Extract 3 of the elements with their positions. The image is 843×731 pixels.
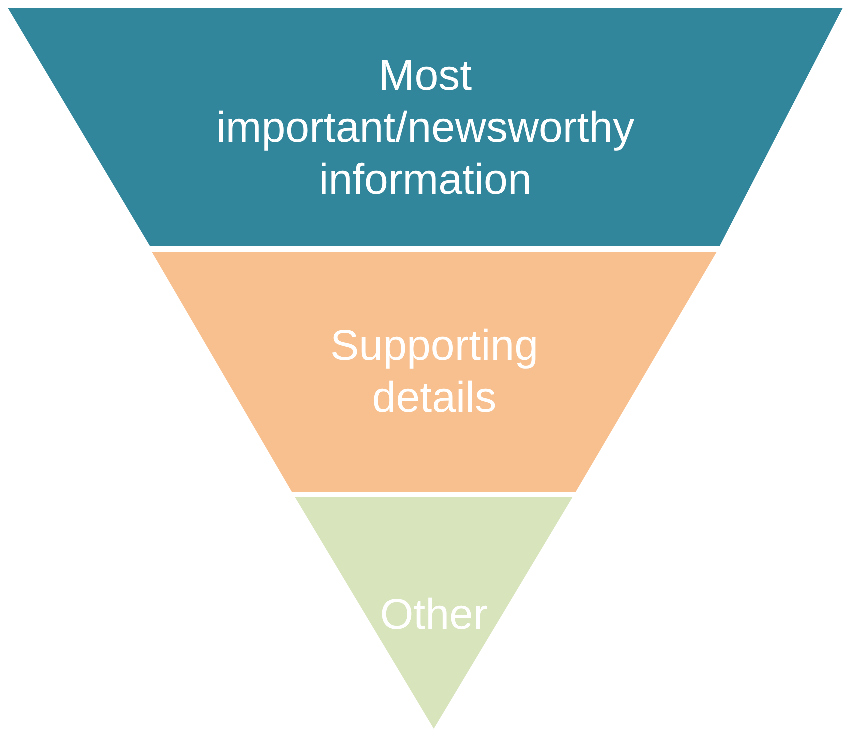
band-label: Other — [379, 590, 489, 641]
band-label: Most important/newsworthy information — [215, 51, 636, 206]
band-label: Supporting details — [330, 321, 540, 424]
